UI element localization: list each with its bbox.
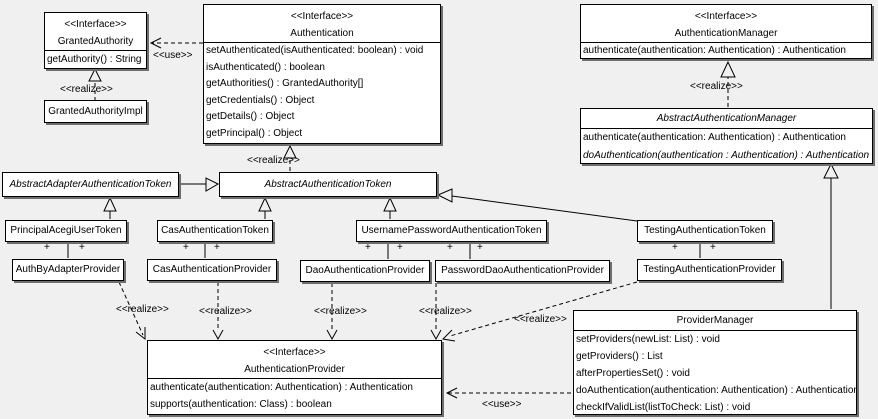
compartment-divider (581, 128, 872, 129)
class-cas-authentication-provider[interactable]: CasAuthenticationProvider (147, 259, 277, 281)
class-name: AbstractAuthenticationToken (264, 179, 392, 190)
class-name: PrincipalAcegiUserToken (10, 225, 122, 236)
class-provider-manager[interactable]: ProviderManager setProviders(newList: Li… (573, 310, 857, 415)
interface-stereotype: <<Interface>> (263, 347, 326, 358)
realize-stereotype-label: <<realize>> (116, 304, 169, 315)
realize-stereotype-label: <<realize>> (199, 306, 252, 317)
class-name: TestingAuthenticationProvider (643, 264, 776, 275)
method: supports(authentication: Class) : boolea… (150, 399, 332, 410)
interface-stereotype: <<Interface>> (64, 19, 127, 30)
class-name: TestingAuthenticationToken (644, 225, 766, 236)
class-title: <<Interface>> AuthenticationProvider (148, 341, 441, 378)
method: getAuthority() : String (47, 54, 142, 65)
compartment-divider (45, 50, 146, 51)
class-principal-acegi-user-token[interactable]: PrincipalAcegiUserToken (5, 220, 127, 242)
class-authentication[interactable]: <<Interface>> Authentication setAuthenti… (203, 4, 441, 144)
compartment-divider (204, 42, 440, 43)
method: authenticate(authentication: Authenticat… (583, 132, 846, 143)
compartment-divider (581, 42, 871, 43)
realize-stereotype-label: <<realize>> (514, 314, 567, 325)
class-abstract-authentication-token[interactable]: AbstractAuthenticationToken (219, 172, 437, 197)
realize-stereotype-label: <<realize>> (419, 306, 472, 317)
class-name: UsernamePasswordAuthenticationToken (361, 225, 542, 236)
association-plus-label: + (397, 242, 403, 253)
method: afterPropertiesSet() : void (576, 368, 690, 379)
class-granted-authority-impl[interactable]: GrantedAuthorityImpl (44, 100, 147, 123)
class-name: AuthenticationManager (674, 28, 778, 39)
compartment-divider (148, 378, 441, 379)
class-testing-authentication-provider[interactable]: TestingAuthenticationProvider (637, 259, 782, 281)
class-name: ProviderManager (676, 315, 754, 326)
class-name: PasswordDaoAuthenticationProvider (441, 265, 604, 276)
class-name: AbstractAdapterAuthenticationToken (9, 179, 172, 190)
class-authentication-provider[interactable]: <<Interface>> AuthenticationProvider aut… (147, 340, 442, 415)
method: isAuthenticated() : boolean (206, 61, 325, 73)
class-password-dao-authentication-provider[interactable]: PasswordDaoAuthenticationProvider (435, 260, 610, 282)
class-abstract-adapter-authentication-token[interactable]: AbstractAdapterAuthenticationToken (2, 172, 179, 197)
method: setProviders(newList: List) : void (576, 334, 720, 345)
class-testing-authentication-token[interactable]: TestingAuthenticationToken (637, 220, 773, 242)
method: getDetails() : Object (206, 111, 295, 123)
method: getPrincipal() : Object (206, 127, 303, 139)
method: getCredentials() : Object (206, 94, 315, 106)
method: checkIfValidList(listToCheck: List) : vo… (576, 402, 751, 413)
class-name: GrantedAuthority (57, 36, 134, 47)
class-name: CasAuthenticationToken (161, 225, 269, 236)
realize-stereotype-label: <<realize>> (314, 306, 367, 317)
class-name: AbstractAuthenticationManager (656, 113, 797, 124)
use-stereotype-label: <<use>> (482, 399, 522, 410)
class-title: <<Interface>> Authentication (204, 5, 440, 42)
class-name: GrantedAuthorityImpl (48, 106, 143, 117)
class-username-password-authentication-token[interactable]: UsernamePasswordAuthenticationToken (356, 220, 547, 242)
method: getAuthorities() : GrantedAuthority[] (206, 78, 364, 90)
class-dao-authentication-provider[interactable]: DaoAuthenticationProvider (300, 260, 430, 282)
association-plus-label: + (477, 242, 483, 253)
realize-stereotype-label: <<realize>> (690, 81, 743, 92)
class-authentication-manager[interactable]: <<Interface>> AuthenticationManager auth… (580, 4, 872, 59)
class-name: AuthByAdapterProvider (15, 264, 121, 275)
class-title: <<Interface>> AuthenticationManager (581, 5, 871, 42)
class-cas-authentication-token[interactable]: CasAuthenticationToken (157, 220, 273, 242)
method: authenticate(authentication: Authenticat… (583, 45, 846, 56)
method: authenticate(authentication: Authenticat… (150, 382, 413, 393)
class-name: AuthenticationProvider (244, 364, 345, 375)
association-plus-label: + (44, 242, 50, 253)
class-name: DaoAuthenticationProvider (305, 265, 425, 276)
interface-stereotype: <<Interface>> (290, 11, 354, 22)
association-plus-label: + (710, 242, 716, 253)
class-name: CasAuthenticationProvider (152, 264, 272, 275)
class-name: Authentication (290, 28, 354, 39)
method: getProviders() : List (576, 351, 663, 362)
association-plus-label: + (672, 242, 678, 253)
class-granted-authority[interactable]: <<Interface>> GrantedAuthority getAuthor… (44, 12, 147, 69)
class-abstract-authentication-manager[interactable]: AbstractAuthenticationManager authentica… (580, 108, 873, 164)
interface-stereotype: <<Interface>> (694, 11, 758, 22)
realize-stereotype-label: <<realize>> (247, 155, 300, 166)
association-plus-label: + (447, 242, 453, 253)
class-auth-by-adapter-provider[interactable]: AuthByAdapterProvider (12, 259, 124, 281)
use-stereotype-label: <<use>> (153, 50, 193, 61)
association-plus-label: + (79, 242, 85, 253)
realize-stereotype-label: <<realize>> (60, 84, 113, 95)
class-title: <<Interface>> GrantedAuthority (45, 13, 146, 50)
association-plus-label: + (183, 242, 189, 253)
method: doAuthentication(authentication: Authent… (576, 385, 857, 396)
method: setAuthenticated(isAuthenticated: boolea… (206, 45, 424, 56)
abstract-method: doAuthentication(authentication : Authen… (583, 150, 870, 161)
association-plus-label: + (214, 242, 220, 253)
association-plus-label: + (365, 242, 371, 253)
compartment-divider (574, 330, 856, 331)
